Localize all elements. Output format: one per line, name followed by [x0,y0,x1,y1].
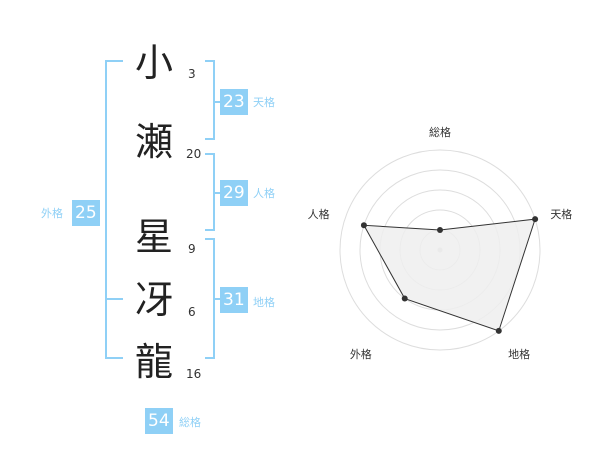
radar-axis-label-1: 総格 [429,125,451,139]
radar-point-2 [532,216,539,223]
radar-axis-label-4: 外格 [350,347,372,361]
radar-axis-label-3: 地格 [508,347,530,361]
jinkaku-connector [213,192,221,194]
tenkaku-bracket-bottom [205,138,215,140]
outer-bracket-bottom [105,357,123,359]
tenkaku-label: 天格 [253,96,275,109]
soukaku-label: 総格 [179,416,201,429]
radar-point-5 [360,222,367,229]
radar-series-polygon [363,218,536,332]
tenkaku-connector [213,101,221,103]
radar-point-3 [495,327,502,334]
jinkaku-badge: 29 [220,180,248,206]
jinkaku-label: 人格 [253,187,275,200]
gaikaku-badge: 25 [72,200,100,226]
chikaku-bracket-bottom [205,357,215,359]
chikaku-badge: 31 [220,287,248,313]
radar-axis-label-5: 人格 [308,207,330,221]
outer-bracket-mid [105,298,123,300]
name-char-3: 星 [134,215,173,259]
chikaku-connector [213,298,221,300]
name-char-2: 瀬 [134,120,173,164]
stroke-count-3: 9 [188,242,196,256]
outer-bracket-vertical [105,60,107,359]
jinkaku-bracket-top [205,153,215,155]
radar-point-1 [437,227,443,233]
stroke-count-4: 6 [188,305,196,319]
tenkaku-bracket-top [205,60,215,62]
stroke-count-5: 16 [186,367,202,381]
radar-point-4 [401,295,408,302]
gaikaku-label: 外格 [41,207,63,220]
tenkaku-bracket-vertical [213,60,215,140]
tenkaku-badge: 23 [220,89,248,115]
chikaku-label: 地格 [253,296,275,309]
stroke-count-2: 20 [186,147,202,161]
radar-axis-label-2: 天格 [550,207,572,221]
name-char-4: 冴 [134,278,173,322]
name-char-1: 小 [134,41,173,85]
radar-ring-5 [339,149,541,351]
outer-bracket-top [105,60,123,62]
name-char-5: 龍 [134,340,173,384]
chikaku-bracket-top [205,238,215,240]
soukaku-badge: 54 [145,408,173,434]
jinkaku-bracket-bottom [205,229,215,231]
stroke-count-1: 3 [188,67,196,81]
